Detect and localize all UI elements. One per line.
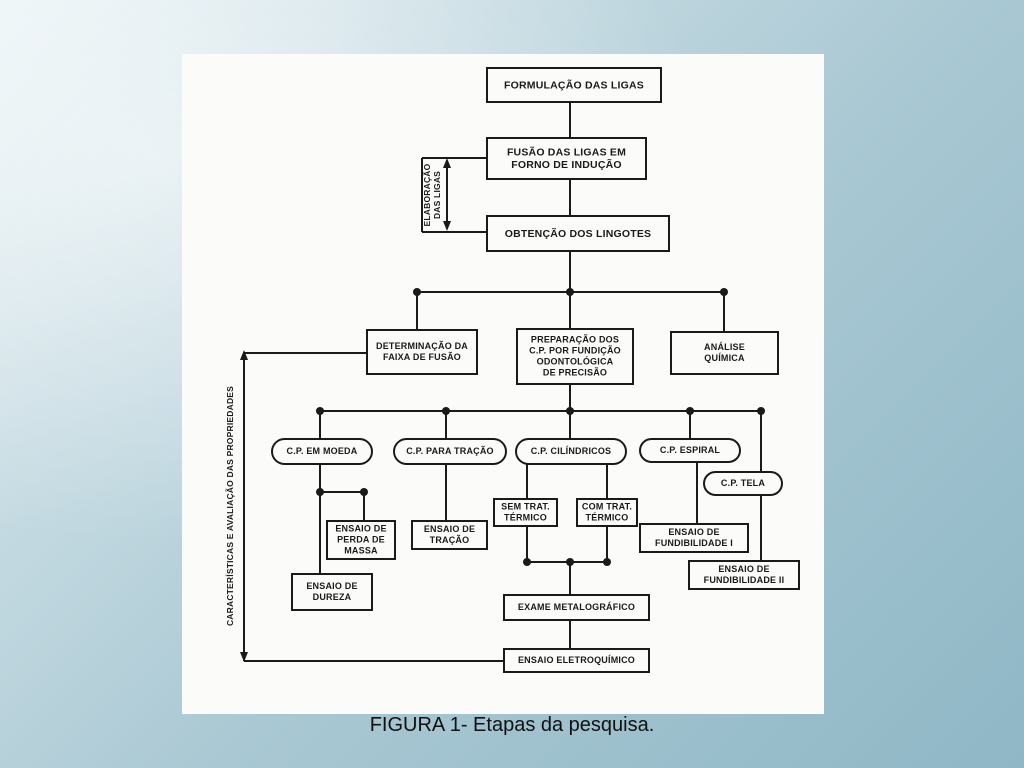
node-metalografico: EXAME METALOGRÁFICO — [503, 594, 650, 621]
node-label: ENSAIO DE — [306, 581, 357, 591]
node-label: FUSÃO DAS LIGAS EM — [507, 146, 626, 159]
node-label: TÉRMICO — [586, 513, 629, 523]
flowchart-diagram: FORMULAÇÃO DAS LIGAS FUSÃO DAS LIGAS EMFO… — [225, 67, 800, 673]
node-box — [486, 215, 670, 252]
node-cp-moeda: C.P. EM MOEDA — [271, 438, 373, 465]
node-box — [326, 520, 396, 560]
node-box — [503, 594, 650, 621]
node-cp-tracao: C.P. PARA TRAÇÃO — [393, 438, 507, 465]
node-box — [271, 438, 373, 465]
label-elaboracao-text: DAS LIGAS — [432, 171, 442, 219]
label-caracteristicas-text: CARACTERÍSTICAS E AVALIAÇÃO DAS PROPRIED… — [225, 386, 235, 626]
label-caracteristicas: CARACTERÍSTICAS E AVALIAÇÃO DAS PROPRIED… — [225, 386, 235, 626]
node-label: QUÍMICA — [704, 353, 745, 363]
node-box — [639, 438, 741, 463]
node-label: DE PRECISÃO — [543, 368, 607, 378]
node-label: SEM TRAT. — [501, 502, 550, 512]
node-box — [639, 523, 749, 553]
arrowheads — [240, 158, 451, 662]
node-box — [291, 573, 373, 611]
node-box — [703, 471, 783, 496]
node-label: PERDA DE — [337, 535, 385, 545]
node-box — [486, 67, 662, 103]
node-label: DUREZA — [313, 592, 352, 602]
node-label: FORNO DE INDUÇÃO — [511, 158, 622, 171]
node-label: FUNDIBILIDADE II — [704, 575, 785, 585]
node-label: DETERMINAÇÃO DA — [376, 341, 468, 351]
node-label: ENSAIO DE — [718, 564, 769, 574]
node-label: MASSA — [344, 546, 378, 556]
node-label: COM TRAT. — [582, 502, 632, 512]
node-label: TÉRMICO — [504, 513, 547, 523]
node-formulacao: FORMULAÇÃO DAS LIGAS — [486, 67, 662, 103]
node-box — [366, 329, 478, 375]
node-box — [411, 520, 488, 550]
node-label: TRAÇÃO — [430, 535, 470, 545]
figure-caption: FIGURA 1- Etapas da pesquisa. — [369, 714, 655, 736]
node-cp-cilindricos: C.P. CILÍNDRICOS — [515, 438, 627, 465]
label-elaboracao-text: ELABORAÇÃO — [422, 163, 432, 226]
node-label: ENSAIO DE — [424, 524, 475, 534]
node-label: OBTENÇÃO DOS LINGOTES — [505, 227, 652, 240]
node-label: ENSAIO DE — [668, 527, 719, 537]
node-box — [486, 137, 647, 180]
node-box — [393, 438, 507, 465]
junction-dots — [316, 288, 765, 566]
node-box — [688, 560, 800, 590]
node-box — [516, 328, 634, 385]
node-label: C.P. PARA TRAÇÃO — [406, 446, 494, 456]
node-box — [576, 498, 638, 527]
node-label: FORMULAÇÃO DAS LIGAS — [504, 78, 644, 91]
node-label: EXAME METALOGRÁFICO — [518, 602, 635, 612]
node-label: C.P. ESPIRAL — [660, 445, 721, 455]
node-label: C.P. CILÍNDRICOS — [531, 446, 612, 456]
node-boxes: FORMULAÇÃO DAS LIGAS FUSÃO DAS LIGAS EMFO… — [271, 67, 800, 673]
node-label: C.P. TELA — [721, 478, 765, 488]
node-box — [493, 498, 558, 527]
node-eletroquimico: ENSAIO ELETROQUÍMICO — [503, 648, 650, 673]
node-box — [503, 648, 650, 673]
node-label: ODONTOLÓGICA — [537, 356, 614, 367]
node-box — [515, 438, 627, 465]
node-box — [670, 331, 779, 375]
node-label: ENSAIO DE — [335, 524, 386, 534]
node-label: FAIXA DE FUSÃO — [383, 352, 461, 362]
node-cp-espiral: C.P. ESPIRAL — [639, 438, 741, 463]
node-com-trat: COM TRAT.TÉRMICO — [576, 498, 638, 527]
node-label: ENSAIO ELETROQUÍMICO — [518, 655, 635, 665]
node-label: C.P. EM MOEDA — [287, 446, 358, 456]
node-sem-trat: SEM TRAT.TÉRMICO — [493, 498, 558, 527]
node-label: FUNDIBILIDADE I — [655, 538, 733, 548]
node-label: C.P. POR FUNDIÇÃO — [529, 346, 621, 356]
node-label: PREPARAÇÃO DOS — [531, 335, 619, 345]
node-obtencao: OBTENÇÃO DOS LINGOTES — [486, 215, 670, 252]
node-label: ANÁLISE — [704, 342, 745, 352]
node-cp-tela: C.P. TELA — [703, 471, 783, 496]
